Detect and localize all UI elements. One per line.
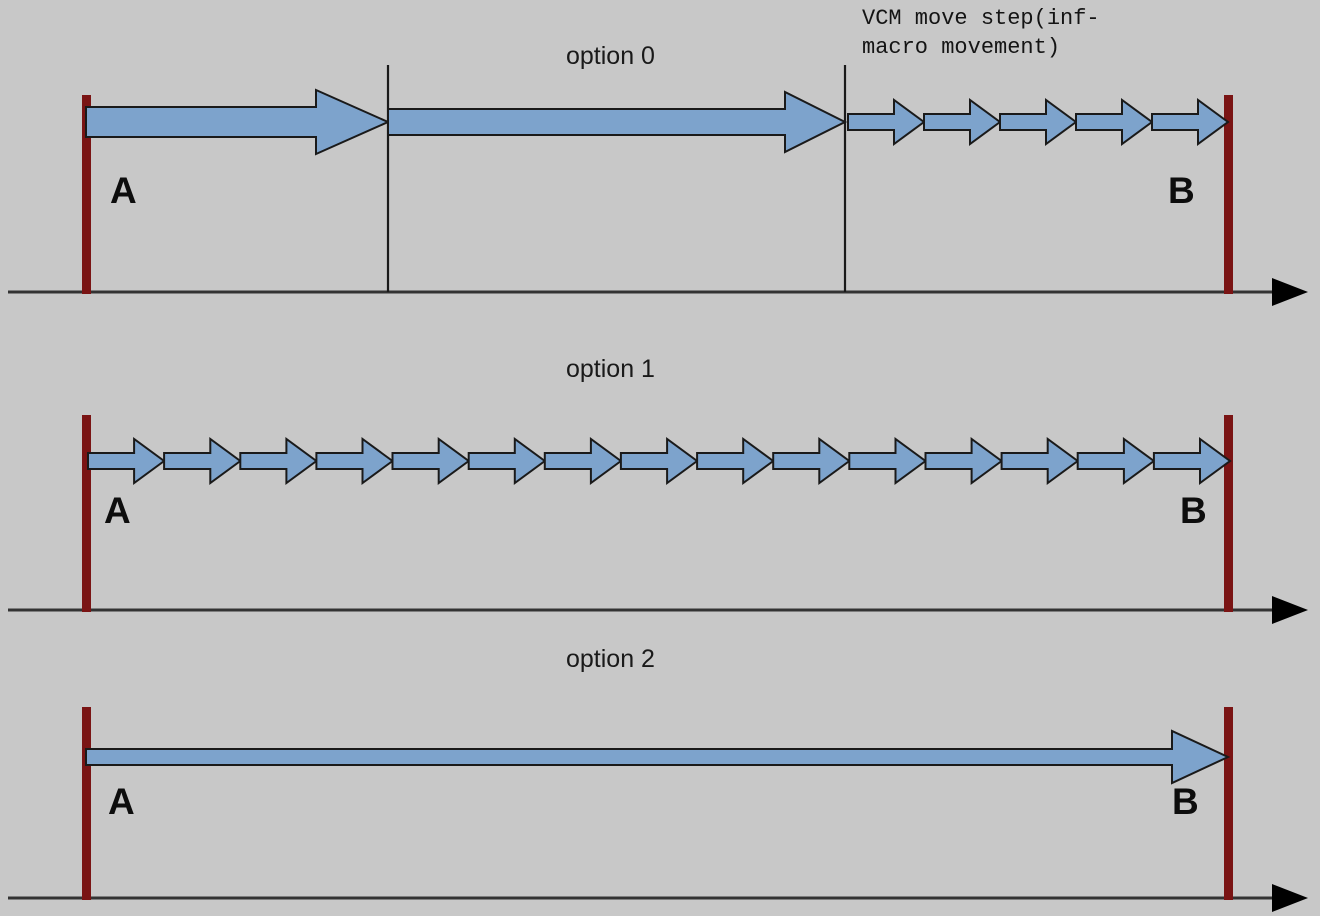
endpoint-bar-a-option-0	[82, 95, 91, 294]
step-arrow-option-1-0-4	[391, 437, 471, 485]
step-arrow-option-1-0-5	[467, 437, 547, 485]
endpoint-label-b-option-1: B	[1180, 490, 1207, 531]
step-arrow-option-1-0-9	[772, 437, 851, 485]
option-label-option-1: option 1	[566, 355, 655, 383]
endpoint-label-a-option-1: A	[104, 490, 131, 531]
step-arrow-option-1-0-13	[1076, 437, 1156, 485]
step-arrow-option-1-0-0	[87, 437, 166, 485]
endpoint-bar-a-option-1	[82, 415, 91, 612]
move-arrow-option-0-1	[387, 90, 848, 154]
axis-arrowhead-option-2	[1272, 884, 1308, 912]
step-arrow-option-0-2-1	[923, 98, 1002, 146]
endpoint-bar-b-option-2	[1224, 707, 1233, 900]
row-option-1	[8, 415, 1308, 624]
move-arrow-option-0-0	[85, 88, 391, 156]
step-arrow-option-1-0-10	[848, 437, 928, 485]
step-arrow-option-1-0-8	[696, 437, 775, 485]
row-option-2	[8, 707, 1308, 912]
step-arrow-option-1-0-12	[1000, 437, 1080, 485]
endpoint-label-b-option-0: B	[1168, 170, 1195, 211]
row-option-0	[8, 65, 1308, 306]
option-label-option-2: option 2	[566, 645, 655, 673]
endpoint-label-a-option-2: A	[108, 781, 135, 822]
vcm-move-step-annotation: VCM move step(inf-macro movement)	[862, 4, 1100, 62]
step-arrow-option-1-0-6	[543, 437, 623, 485]
endpoint-bar-b-option-1	[1224, 415, 1233, 612]
step-arrow-option-0-2-3	[1075, 98, 1154, 146]
step-arrow-option-0-2-4	[1151, 98, 1230, 146]
endpoint-label-b-option-2: B	[1172, 781, 1199, 822]
vcm-annotation-line-1: VCM move step(inf-	[862, 6, 1100, 31]
step-arrow-option-1-0-7	[619, 437, 699, 485]
vcm-annotation-line-2: macro movement)	[862, 35, 1061, 61]
step-arrow-option-1-0-11	[924, 437, 1004, 485]
step-arrow-option-0-2-2	[999, 98, 1078, 146]
step-arrow-option-1-0-1	[163, 437, 242, 485]
endpoint-bar-a-option-2	[82, 707, 91, 900]
endpoint-bar-b-option-0	[1224, 95, 1233, 294]
step-arrow-option-0-2-0	[847, 98, 926, 146]
step-arrow-option-1-0-14	[1152, 437, 1232, 485]
endpoint-label-a-option-0: A	[110, 170, 137, 211]
axis-arrowhead-option-0	[1272, 278, 1308, 306]
step-arrow-option-1-0-2	[239, 437, 319, 485]
move-arrow-option-2-0	[85, 729, 1231, 785]
step-arrow-option-1-0-3	[315, 437, 395, 485]
axis-arrowhead-option-1	[1272, 596, 1308, 624]
option-label-option-0: option 0	[566, 42, 655, 70]
